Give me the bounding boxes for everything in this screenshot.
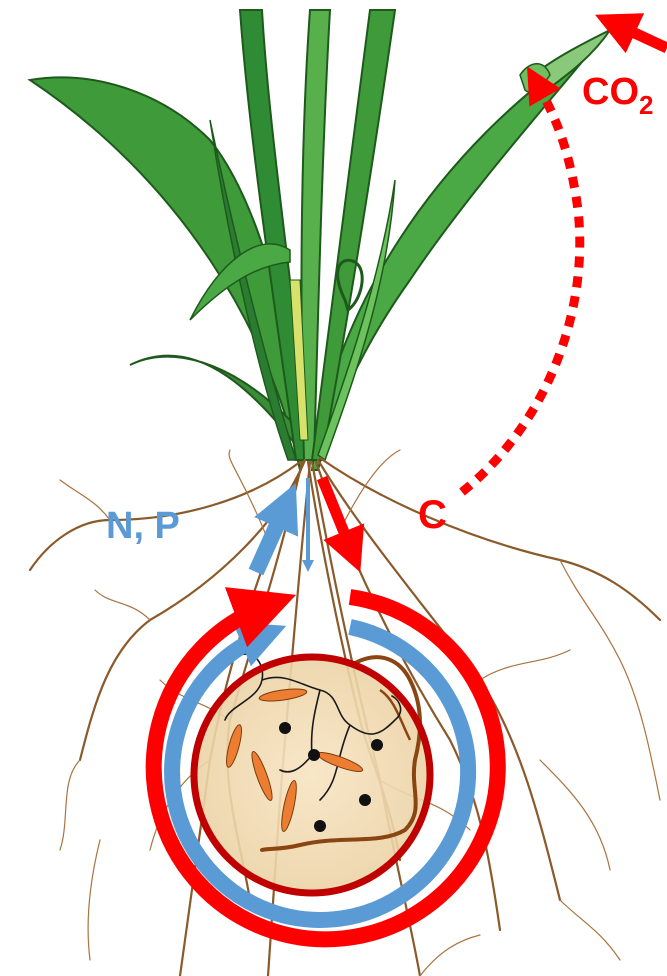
cereal-plant-icon [30,10,610,470]
nutrient-uptake-arrow [256,505,286,572]
co2-label: CO2 [582,71,653,120]
co2-uptake-arrow [615,24,667,48]
nutrients-label: N, P [106,505,180,547]
carbon-label: C [418,493,447,537]
